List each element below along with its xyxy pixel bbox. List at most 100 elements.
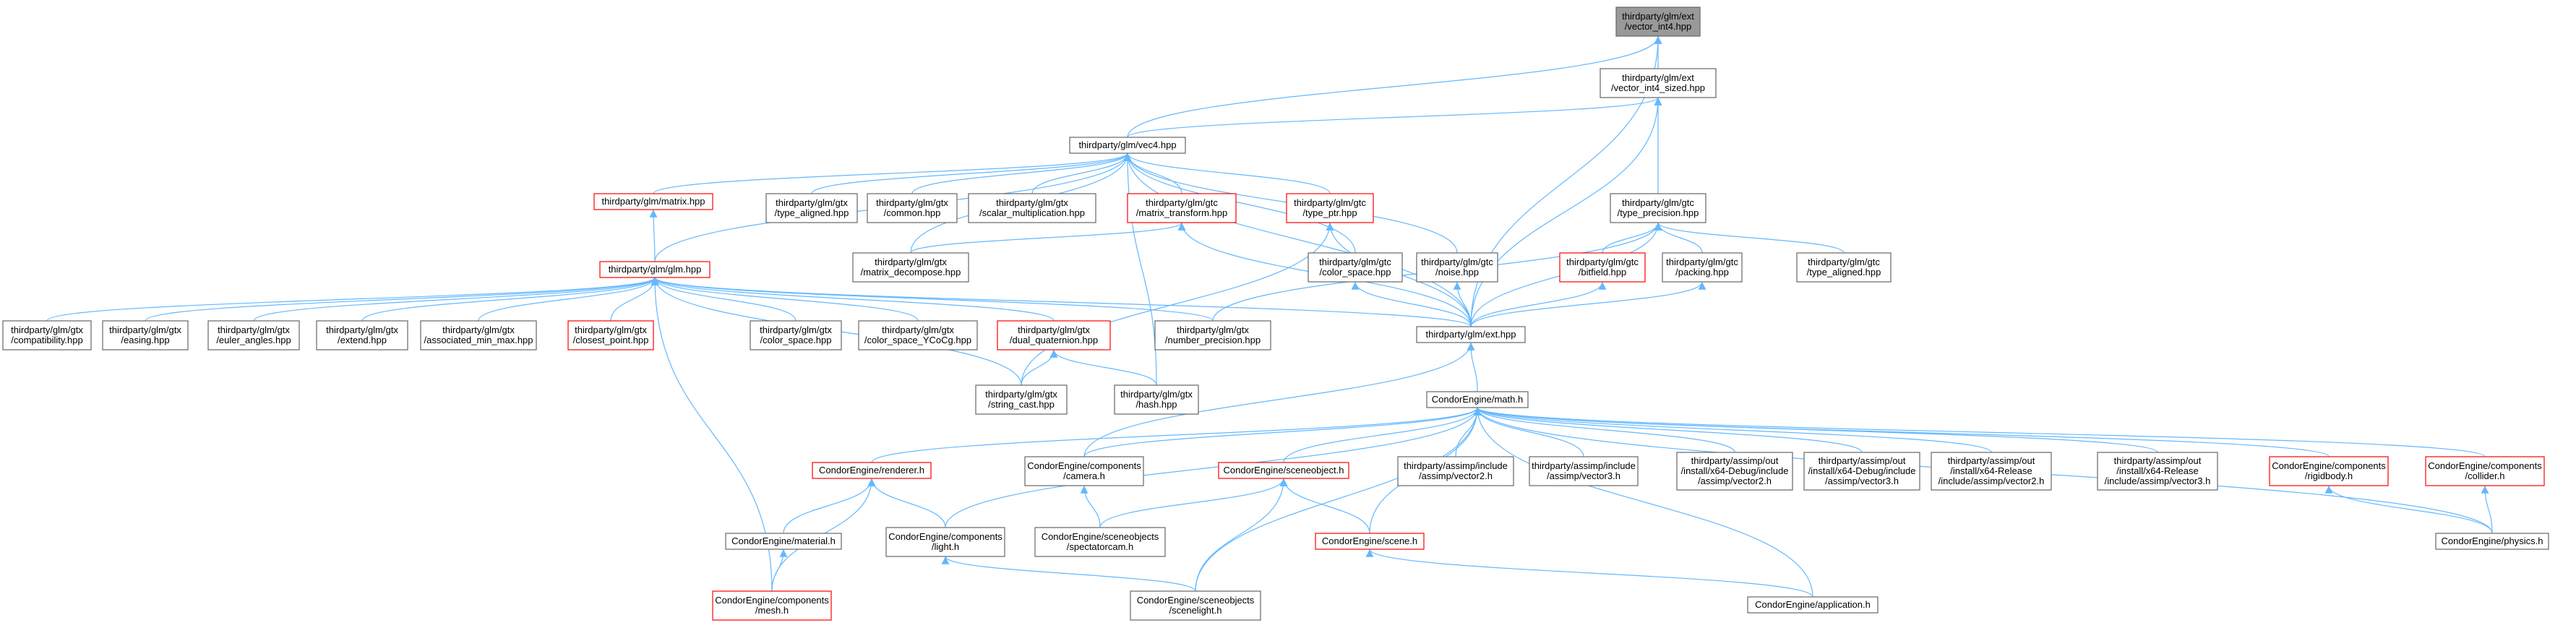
node-box <box>1024 456 1144 486</box>
node-thirdparty-assimp-out-install-x64-release-include-assimp-vector2-h[interactable]: thirdparty/assimp/out/install/x64-Releas… <box>1931 452 2052 491</box>
edge-ext-to-vec4 <box>1123 152 1472 327</box>
node-thirdparty-glm-gtc-matrix-transform-hpp[interactable]: thirdparty/glm/gtc/matrix_transform.hpp <box>1127 193 1237 223</box>
node-label-line: thirdparty/assimp/out <box>2114 455 2202 466</box>
node-thirdparty-glm-gtc-color-space-hpp[interactable]: thirdparty/glm/gtc/color_space.hpp <box>1308 252 1403 283</box>
node-label-line: thirdparty/glm/gtc <box>1319 257 1391 267</box>
node-label-line: /string_cast.hpp <box>988 399 1055 410</box>
node-box <box>1130 590 1261 621</box>
node-label-line: /assimp/vector2.h <box>1698 476 1772 486</box>
node-thirdparty-glm-gtc-noise-hpp[interactable]: thirdparty/glm/gtc/noise.hpp <box>1416 252 1498 283</box>
node-thirdparty-glm-vec4-hpp[interactable]: thirdparty/glm/vec4.hpp <box>1069 137 1186 154</box>
edge-scenelight-to-sceneobj <box>1195 478 1288 592</box>
node-condorengine-sceneobjects-spectatorcam-h[interactable]: CondorEngine/sceneobjects/spectatorcam.h <box>1034 527 1166 557</box>
node-thirdparty-glm-ext-vector-int4-hpp[interactable]: thirdparty/glm/ext/vector_int4.hpp <box>1615 7 1701 37</box>
node-condorengine-components-light-h[interactable]: CondorEngine/components/light.h <box>885 527 1005 557</box>
node-box <box>1615 7 1701 37</box>
node-label-line: CondorEngine/sceneobjects <box>1137 595 1255 606</box>
node-condorengine-application-h[interactable]: CondorEngine/application.h <box>1747 596 1879 614</box>
node-label-line: thirdparty/glm/gtx <box>760 324 832 335</box>
node-label-line: thirdparty/glm/gtc <box>1666 257 1738 267</box>
edge-scenelight-to-light <box>941 556 1196 592</box>
node-thirdparty-glm-gtc-type-precision-hpp[interactable]: thirdparty/glm/gtc/type_precision.hpp <box>1610 193 1706 223</box>
node-thirdparty-glm-gtc-packing-hpp[interactable]: thirdparty/glm/gtc/packing.hpp <box>1662 252 1743 283</box>
node-box <box>1069 137 1186 154</box>
node-label-line: thirdparty/assimp/out <box>1691 455 1779 466</box>
node-thirdparty-glm-gtx-matrix-decompose-hpp[interactable]: thirdparty/glm/gtx/matrix_decompose.hpp <box>852 252 969 283</box>
node-label-line: thirdparty/glm/gtx <box>776 197 848 208</box>
node-thirdparty-glm-gtx-compatibility-hpp[interactable]: thirdparty/glm/gtx/compatibility.hpp <box>2 320 92 350</box>
node-thirdparty-glm-gtc-type-ptr-hpp[interactable]: thirdparty/glm/gtc/type_ptr.hpp <box>1286 193 1374 223</box>
node-thirdparty-assimp-out-install-x64-debug-include-assimp-vector2-h[interactable]: thirdparty/assimp/out/install/x64-Debug/… <box>1676 452 1793 491</box>
node-condorengine-scene-h[interactable]: CondorEngine/scene.h <box>1315 533 1425 550</box>
node-label-line: /easing.hpp <box>121 335 169 345</box>
edge-adv2-to-math <box>1473 407 1735 453</box>
edge-gtx_ycocg-to-glm <box>651 277 919 322</box>
node-thirdparty-glm-matrix-hpp[interactable]: thirdparty/glm/matrix.hpp <box>593 193 713 210</box>
node-thirdparty-glm-gtx-easing-hpp[interactable]: thirdparty/glm/gtx/easing.hpp <box>102 320 189 350</box>
edge-gtx_euler-to-glm <box>253 277 659 322</box>
node-condorengine-material-h[interactable]: CondorEngine/material.h <box>725 533 842 550</box>
node-thirdparty-glm-gtx-common-hpp[interactable]: thirdparty/glm/gtx/common.hpp <box>867 193 958 223</box>
node-label-line: /type_precision.hpp <box>1618 207 1699 218</box>
node-box <box>2097 452 2218 491</box>
node-box <box>316 320 408 350</box>
node-box <box>567 320 654 350</box>
node-box <box>867 193 958 223</box>
node-label-line: thirdparty/glm/gtc <box>1294 197 1366 208</box>
node-thirdparty-glm-gtx-number-precision-hpp[interactable]: thirdparty/glm/gtx/number_precision.hpp <box>1154 320 1271 350</box>
node-box <box>1676 452 1793 491</box>
node-thirdparty-glm-gtc-bitfield-hpp[interactable]: thirdparty/glm/gtc/bitfield.hpp <box>1559 252 1646 283</box>
node-condorengine-sceneobject-h[interactable]: CondorEngine/sceneobject.h <box>1218 462 1349 479</box>
node-label-line: thirdparty/glm/glm.hpp <box>609 264 702 275</box>
node-label-line: thirdparty/glm/gtx <box>876 197 948 208</box>
node-thirdparty-assimp-include-assimp-vector3-h[interactable]: thirdparty/assimp/include/assimp/vector3… <box>1529 456 1639 486</box>
edge-camera-to-math <box>1083 407 1482 457</box>
node-box <box>1416 326 1526 343</box>
node-thirdparty-glm-ext-hpp[interactable]: thirdparty/glm/ext.hpp <box>1416 326 1526 343</box>
node-box <box>997 320 1111 350</box>
node-box <box>2435 533 2549 550</box>
node-thirdparty-glm-gtx-color-space-hpp[interactable]: thirdparty/glm/gtx/color_space.hpp <box>750 320 842 350</box>
node-condorengine-components-collider-h[interactable]: CondorEngine/components/collider.h <box>2425 456 2545 486</box>
edge-gtx_dq-to-glm <box>651 277 1055 322</box>
node-label-line: /spectatorcam.h <box>1067 541 1134 552</box>
node-condorengine-physics-h[interactable]: CondorEngine/physics.h <box>2435 533 2549 550</box>
edge-spectator-to-sceneobj <box>1099 478 1288 528</box>
node-thirdparty-glm-gtx-string-cast-hpp[interactable]: thirdparty/glm/gtx/string_cast.hpp <box>975 384 1068 415</box>
node-label-line: /assimp/vector2.h <box>1419 470 1493 481</box>
node-label-line: thirdparty/glm/gtx <box>1177 324 1249 335</box>
node-label-line: thirdparty/glm/gtc <box>1146 197 1218 208</box>
node-condorengine-components-mesh-h[interactable]: CondorEngine/components/mesh.h <box>712 590 832 621</box>
node-thirdparty-glm-gtx-type-aligned-hpp[interactable]: thirdparty/glm/gtx/type_aligned.hpp <box>765 193 858 223</box>
node-thirdparty-glm-gtx-scalar-multiplication-hpp[interactable]: thirdparty/glm/gtx/scalar_multiplication… <box>968 193 1096 223</box>
node-label-line: thirdparty/glm/gtc <box>1622 197 1694 208</box>
node-condorengine-components-rigidbody-h[interactable]: CondorEngine/components/rigidbody.h <box>2269 456 2389 486</box>
edge-scenelight-to-math <box>1195 407 1482 592</box>
node-condorengine-sceneobjects-scenelight-h[interactable]: CondorEngine/sceneobjects/scenelight.h <box>1130 590 1261 621</box>
node-label-line: /install/x64-Release <box>1950 465 2032 476</box>
node-thirdparty-glm-glm-hpp[interactable]: thirdparty/glm/glm.hpp <box>599 261 710 278</box>
node-thirdparty-assimp-include-assimp-vector2-h[interactable]: thirdparty/assimp/include/assimp/vector2… <box>1397 456 1514 486</box>
node-thirdparty-assimp-out-install-x64-debug-include-assimp-vector3-h[interactable]: thirdparty/assimp/out/install/x64-Debug/… <box>1803 452 1920 491</box>
node-thirdparty-glm-gtc-type-aligned-hpp[interactable]: thirdparty/glm/gtc/type_aligned.hpp <box>1796 252 1892 283</box>
edge-ext-to-gtc_noise <box>1453 281 1472 327</box>
node-thirdparty-glm-ext-vector-int4-sized-hpp[interactable]: thirdparty/glm/ext/vector_int4_sized.hpp <box>1600 68 1717 98</box>
node-label-line: CondorEngine/material.h <box>731 535 836 546</box>
node-thirdparty-glm-gtx-associated-min-max-hpp[interactable]: thirdparty/glm/gtx/associated_min_max.hp… <box>420 320 537 350</box>
node-label-line: CondorEngine/components <box>888 531 1003 542</box>
node-box <box>1600 68 1717 98</box>
node-thirdparty-glm-gtx-closest-point-hpp[interactable]: thirdparty/glm/gtx/closest_point.hpp <box>567 320 654 350</box>
edge-light-to-math <box>945 407 1482 528</box>
node-thirdparty-glm-gtx-extend-hpp[interactable]: thirdparty/glm/gtx/extend.hpp <box>316 320 408 350</box>
node-condorengine-components-camera-h[interactable]: CondorEngine/components/camera.h <box>1024 456 1144 486</box>
node-label-line: CondorEngine/sceneobjects <box>1042 531 1159 542</box>
node-thirdparty-glm-gtx-hash-hpp[interactable]: thirdparty/glm/gtx/hash.hpp <box>1114 384 1199 415</box>
node-thirdparty-glm-gtx-euler-angles-hpp[interactable]: thirdparty/glm/gtx/euler_angles.hpp <box>207 320 300 350</box>
node-label-line: /assimp/vector3.h <box>1547 470 1620 481</box>
node-condorengine-renderer-h[interactable]: CondorEngine/renderer.h <box>812 462 932 479</box>
node-label-line: /mesh.h <box>755 605 789 616</box>
node-thirdparty-glm-gtx-dual-quaternion-hpp[interactable]: thirdparty/glm/gtx/dual_quaternion.hpp <box>997 320 1111 350</box>
node-thirdparty-glm-gtx-color-space-ycocg-hpp[interactable]: thirdparty/glm/gtx/color_space_YCoCg.hpp <box>858 320 978 350</box>
node-thirdparty-assimp-out-install-x64-release-include-assimp-vector3-h[interactable]: thirdparty/assimp/out/install/x64-Releas… <box>2097 452 2218 491</box>
node-condorengine-math-h[interactable]: CondorEngine/math.h <box>1426 391 1529 408</box>
